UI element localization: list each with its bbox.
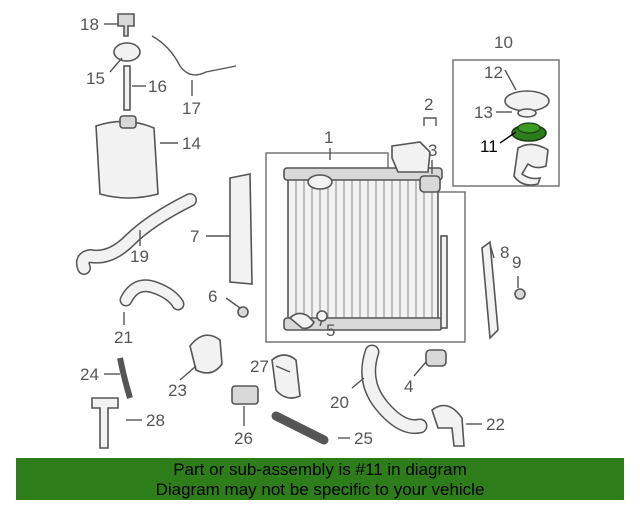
callout-26: 26 (234, 429, 253, 448)
callout-3: 3 (428, 141, 437, 160)
callout-11: 11 (480, 137, 498, 156)
callout-2: 2 (424, 95, 433, 114)
callout-18: 18 (80, 15, 99, 34)
bolt-9 (514, 288, 526, 300)
callout-20: 20 (330, 393, 349, 412)
water-outlet (189, 334, 223, 374)
callout-9: 9 (512, 253, 521, 272)
bolt-6 (237, 306, 249, 318)
overflow-hose (151, 35, 237, 76)
callout-7: 7 (190, 227, 199, 246)
callout-5: 5 (326, 321, 335, 340)
sensor-26 (231, 385, 259, 405)
callout-1: 1 (324, 128, 333, 147)
notice-line-2: Diagram may not be specific to your vehi… (155, 480, 485, 499)
filler-neck (504, 90, 550, 186)
callout-8: 8 (500, 243, 509, 262)
notice-line-1: Part or sub-assembly is #11 in diagram (173, 460, 467, 479)
callout-6: 6 (208, 287, 217, 306)
callout-21: 21 (114, 328, 133, 347)
parts-diagram: 18 15 16 17 14 19 7 6 21 1 2 3 5 10 12 1… (75, 13, 560, 449)
callout-10: 10 (494, 33, 513, 52)
radiator-stay (481, 240, 499, 340)
bracket-28 (91, 397, 119, 449)
callout-13: 13 (474, 103, 493, 122)
callout-19: 19 (130, 247, 149, 266)
callout-15: 15 (86, 69, 105, 88)
callout-24: 24 (80, 365, 99, 384)
lower-hose (362, 346, 426, 433)
callout-27: 27 (250, 357, 269, 376)
bracket-22 (431, 404, 465, 447)
hose-clamp (271, 354, 301, 399)
callout-25: 25 (354, 429, 373, 448)
callout-12: 12 (484, 63, 503, 82)
reservoir-hose (123, 65, 131, 111)
leader-lines (104, 23, 519, 439)
callout-23: 23 (168, 381, 187, 400)
radiator (283, 167, 448, 331)
radiator-cap-part-11 (511, 122, 547, 142)
mount-4 (425, 349, 447, 367)
hose-21 (121, 280, 183, 309)
callout-28: 28 (146, 411, 165, 430)
callout-4: 4 (404, 377, 413, 396)
callout-14: 14 (182, 134, 201, 153)
callout-17: 17 (182, 99, 201, 118)
hose-fitting (117, 13, 135, 37)
mount-bracket (391, 141, 441, 193)
callout-22: 22 (486, 415, 505, 434)
notice-banner: Part or sub-assembly is #11 in diagram D… (16, 458, 624, 500)
reservoir-tank (95, 115, 159, 199)
reservoir-cap (113, 42, 141, 62)
callout-16: 16 (148, 77, 167, 96)
air-guide (229, 173, 253, 285)
